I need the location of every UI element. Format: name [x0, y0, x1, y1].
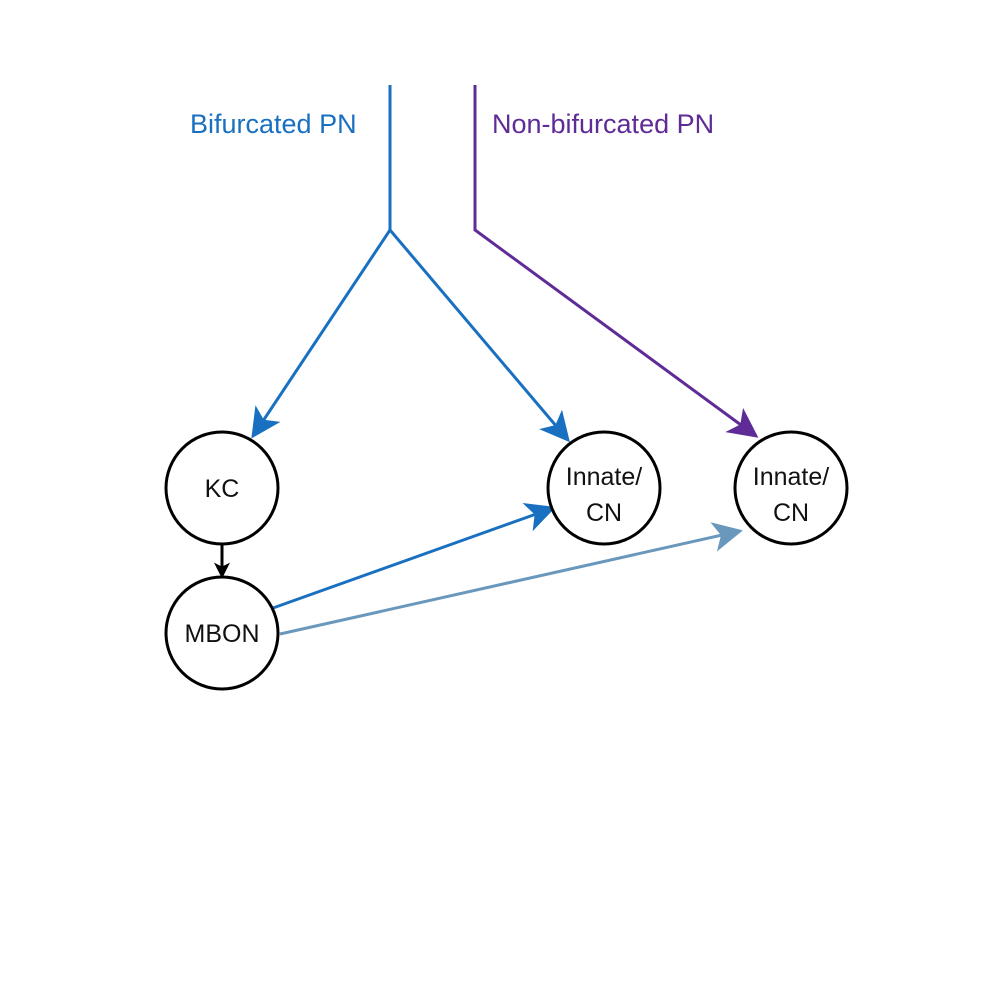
kc-node: KC — [164, 430, 280, 546]
innate-cn-node-b-line1: Innate/ — [753, 463, 830, 491]
innate-cn-node-a-circle — [546, 430, 662, 546]
non-bifurcated-pn-label: Non-bifurcated PN — [492, 109, 714, 139]
mbon-node-circle — [164, 575, 280, 691]
innate-cn-node-b-line2: CN — [773, 499, 809, 527]
non-bifurcated-pn-edge — [473, 85, 759, 438]
mbon-to-innate-a-edge — [272, 502, 556, 610]
kc-node-label: KC — [205, 475, 240, 503]
innate-cn-node-a-line2: CN — [586, 499, 622, 527]
mbon-node: MBON — [164, 575, 280, 691]
innate-cn-node-a-line1: Innate/ — [566, 463, 643, 491]
innate-cn-node-a: Innate/ CN — [546, 430, 662, 546]
kc-node-circle — [164, 430, 280, 546]
bifurcated-pn-label: Bifurcated PN — [190, 109, 357, 139]
bifurcated-pn-to-innate-a-edge — [388, 229, 570, 443]
bifurcated-pn-to-kc-edge — [251, 229, 392, 439]
innate-cn-node-b-circle — [733, 430, 849, 546]
mbon-to-innate-b-edge — [279, 522, 743, 636]
innate-cn-node-b: Innate/ CN — [733, 430, 849, 546]
mbon-node-label: MBON — [185, 620, 260, 648]
